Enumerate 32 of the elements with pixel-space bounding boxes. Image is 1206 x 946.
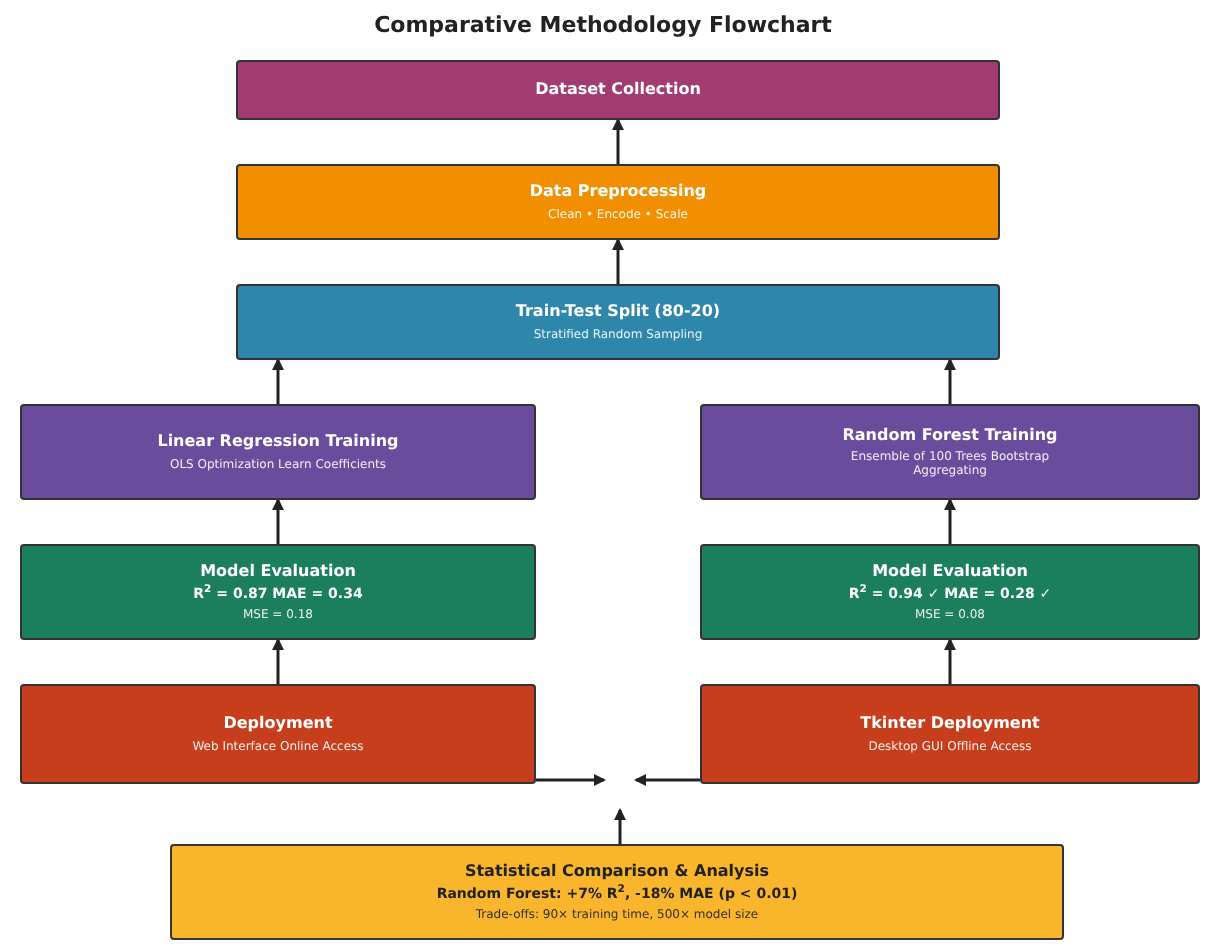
arrow xyxy=(272,638,284,684)
process-box xyxy=(170,844,1064,940)
box-heading: Random Forest Training xyxy=(842,425,1058,444)
arrow xyxy=(272,498,284,544)
process-box xyxy=(20,404,536,500)
process-box xyxy=(700,684,1200,784)
arrow xyxy=(634,774,700,786)
process-box xyxy=(700,404,1200,500)
diagram-title: Comparative Methodology Flowchart xyxy=(374,10,832,42)
arrow xyxy=(272,358,284,404)
box-heading: Tkinter Deployment xyxy=(860,714,1040,733)
arrow xyxy=(612,118,624,164)
arrow xyxy=(614,808,626,844)
arrow xyxy=(944,498,956,544)
box-heading: Train-Test Split (80-20) xyxy=(515,302,721,321)
box-heading: Statistical Comparison & Analysis xyxy=(464,861,770,880)
arrow xyxy=(944,638,956,684)
arrow xyxy=(944,358,956,404)
process-box xyxy=(236,60,1000,120)
box-heading: Data Preprocessing xyxy=(529,182,707,201)
process-box xyxy=(236,284,1000,360)
process-box xyxy=(20,684,536,784)
box-heading: Linear Regression Training xyxy=(157,432,399,451)
process-box xyxy=(700,544,1200,640)
box-heading: Dataset Collection xyxy=(535,80,701,100)
arrow xyxy=(536,774,606,786)
box-heading: Model Evaluation xyxy=(200,561,356,580)
box-heading: Model Evaluation xyxy=(872,561,1028,580)
process-box xyxy=(20,544,536,640)
arrow xyxy=(612,238,624,284)
box-heading: Deployment xyxy=(223,714,333,733)
process-box xyxy=(236,164,1000,240)
